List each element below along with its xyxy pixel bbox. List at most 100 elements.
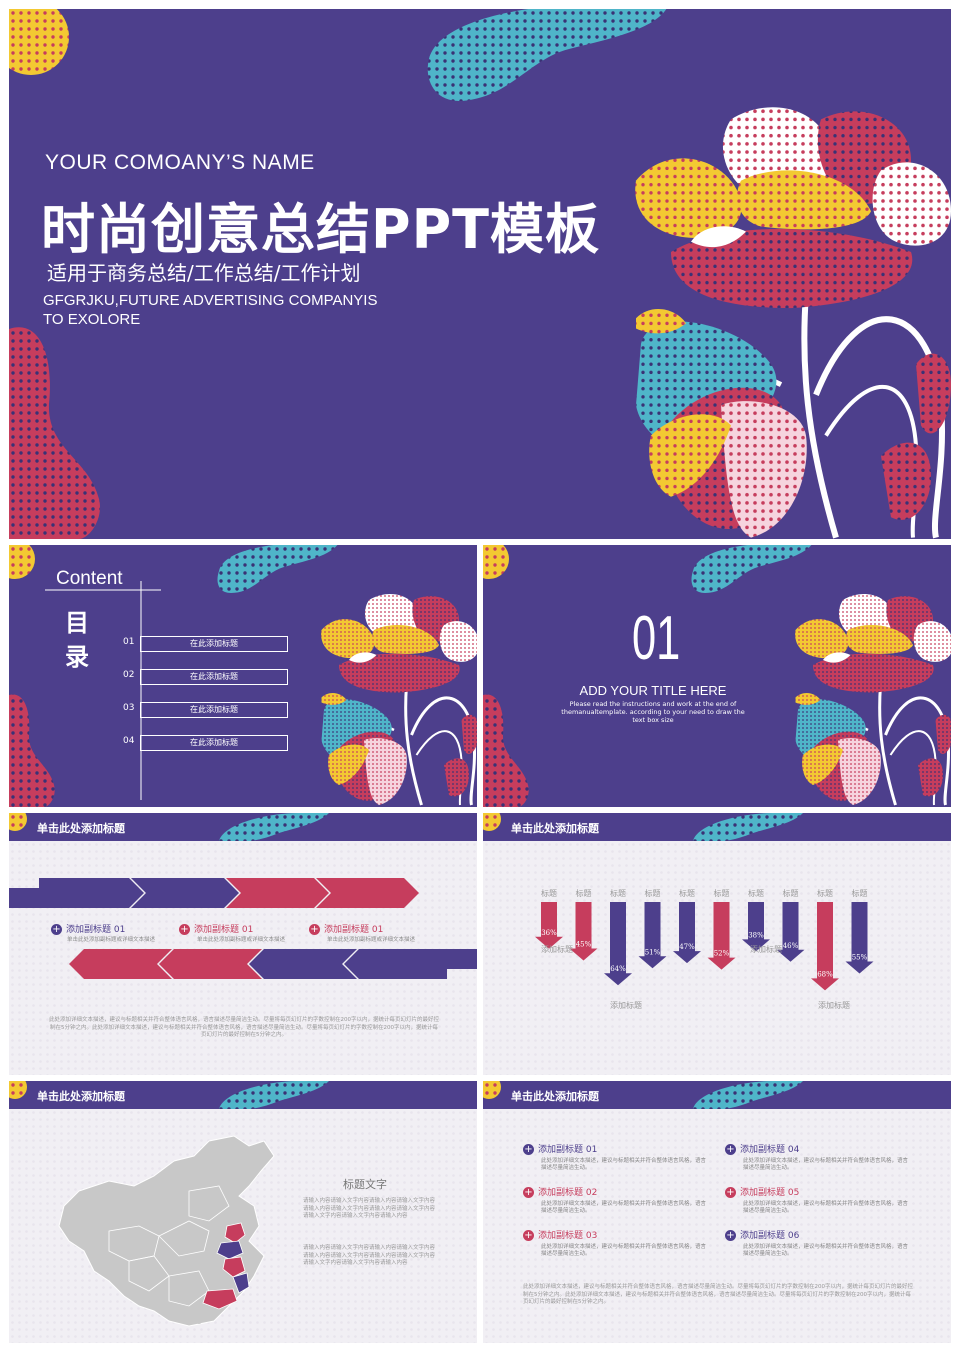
cover-decoration	[9, 9, 951, 539]
list-item-1: + 添加副标题 01	[523, 1142, 597, 1155]
header-decoration	[9, 1081, 329, 1109]
bar-arrow-6	[707, 902, 736, 970]
plus-icon: +	[523, 1230, 534, 1241]
cover-tagline-1: GFGRJKU,FUTURE ADVERTISING COMPANYIS	[43, 292, 378, 309]
bar-note-2: 添加标题	[610, 1001, 642, 1010]
bar-arrow-8	[776, 902, 805, 962]
toc-heading-cn-2: 录	[65, 643, 89, 671]
toc-item-2[interactable]: 在此添加标题	[140, 669, 288, 685]
cover-subtitle: 适用于商务总结/工作总结/工作计划	[47, 261, 361, 285]
list-item-title-4: 添加副标题 04	[740, 1145, 800, 1155]
plus-icon: +	[523, 1144, 534, 1155]
slide-header-title: 单击此处添加标题	[37, 1090, 125, 1103]
bar-arrow-9	[811, 902, 839, 991]
bar-pct-7: 38%	[748, 931, 764, 939]
toc-item-3[interactable]: 在此添加标题	[140, 702, 288, 718]
list-item-desc-2: 此处添加详细文本描述，建议与标题相关并符合整体语言风格，语言描述尽量简洁生动。	[541, 1201, 707, 1214]
list-bg	[483, 1081, 951, 1343]
list-item-4: + 添加副标题 04	[725, 1142, 799, 1155]
bar-note-3: 添加标题	[750, 945, 782, 954]
map-slide[interactable]: 单击此处添加标题 标题文字 请输入内容请输入文字内容请输入内容请输入文字内容请输…	[9, 1081, 477, 1343]
list-item-title-2: 添加副标题 02	[538, 1188, 598, 1198]
bar-label-10: 标题	[852, 888, 868, 898]
section-number: 01	[632, 604, 681, 673]
yellow-blob	[9, 9, 69, 75]
toc-heading-cn-1: 目	[65, 609, 89, 637]
red-blob	[9, 327, 100, 539]
arrow-process-slide[interactable]: 单击此处添加标题 +添加副标题 01 单击此处添加副标题或详细文本描述 +添加副…	[9, 813, 477, 1075]
bar-pct-3: 64%	[610, 965, 626, 973]
bar-pct-10: 55%	[852, 954, 868, 962]
list-slide[interactable]: 单击此处添加标题 + 添加副标题 01 此处添加详细文本描述，建议与标题相关并符合…	[483, 1081, 951, 1343]
plus-icon: +	[725, 1144, 736, 1155]
toc-num-3: 03	[123, 703, 135, 713]
slide-header-title: 单击此处添加标题	[511, 1090, 599, 1103]
list-item-title-6: 添加副标题 06	[740, 1231, 800, 1241]
plus-icon: +	[309, 924, 320, 935]
section-desc-1: Please read the instructions and work at…	[569, 700, 737, 708]
bar-arrow-7	[742, 902, 770, 952]
bar-label-8: 标题	[783, 888, 799, 898]
cover-slide[interactable]: YOUR COMOANY’S NAME 时尚创意总结PPT模板 适用于商务总结/…	[9, 9, 951, 539]
list-item-desc-3: 此处添加详细文本描述，建议与标题相关并符合整体语言风格，语言描述尽量简洁生动。	[541, 1244, 707, 1257]
arrow-sub-desc-1: 单击此处添加副标题或详细文本描述	[67, 937, 156, 943]
bar-arrow-3	[604, 902, 632, 986]
arrow-sub-item-3: + 添加副标题 01	[309, 922, 383, 935]
bar-label-5: 标题	[679, 888, 695, 898]
toc-item-4[interactable]: 在此添加标题	[140, 735, 288, 751]
arrow-sub-title-2: 添加副标题 01	[194, 925, 254, 935]
flower-illustration	[635, 107, 951, 537]
list-item-desc-5: 此处添加详细文本描述，建议与标题相关并符合整体语言风格，语言描述尽量简洁生动。	[743, 1201, 909, 1214]
list-item-desc-6: 此处添加详细文本描述，建议与标题相关并符合整体语言风格，语言描述尽量简洁生动。	[743, 1244, 909, 1257]
bar-label-7: 标题	[748, 888, 764, 898]
section-desc: Please read the instructions and work at…	[543, 700, 763, 724]
list-item-title-1: 添加副标题 01	[538, 1145, 598, 1155]
list-paragraph: 此处添加详细文本描述，建议与标题相关并符合整体语言风格，语言描述尽量简洁生动。尽…	[523, 1284, 914, 1305]
slide-header-title: 单击此处添加标题	[511, 822, 599, 835]
list-item-desc-4: 此处添加详细文本描述，建议与标题相关并符合整体语言风格，语言描述尽量简洁生动。	[743, 1158, 909, 1171]
bar-pct-9: 68%	[817, 970, 833, 978]
toc-num-2: 02	[123, 670, 135, 680]
arrow-sub-item-2: +添加副标题 01	[179, 922, 253, 935]
bar-label-2: 标题	[576, 888, 592, 898]
bar-label-1: 标题	[541, 888, 557, 898]
section-slide[interactable]: 01 ADD YOUR TITLE HERE Please read the i…	[483, 545, 951, 807]
bar-pct-8: 46%	[783, 942, 799, 950]
bar-pct-5: 47%	[679, 943, 695, 951]
cover-title: 时尚创意总结PPT模板	[41, 198, 600, 261]
bar-arrow-2	[569, 902, 598, 961]
bar-label-4: 标题	[645, 888, 661, 898]
china-map	[58, 1135, 275, 1327]
map-title: 标题文字	[343, 1178, 387, 1191]
arrow-bg	[9, 813, 477, 1075]
teal-blob	[427, 9, 667, 101]
section-title: ADD YOUR TITLE HERE	[579, 683, 727, 698]
toc-item-1[interactable]: 在此添加标题	[140, 636, 288, 652]
header-decoration	[483, 1081, 803, 1109]
arrow-paragraph: 此处添加详细文本描述，建议与标题相关并符合整体语言风格，语言描述尽量简洁生动。尽…	[49, 1017, 440, 1038]
toc-heading: Content	[56, 568, 123, 589]
slide-header-title: 单击此处添加标题	[37, 822, 125, 835]
header-decoration	[483, 813, 803, 841]
toc-slide[interactable]: Content 目 录 01 在此添加标题 02 在此添加标题 03 在此添加标…	[9, 545, 477, 807]
arrow-flow	[9, 878, 477, 979]
bar-arrow-4	[638, 902, 667, 969]
map-para-2: 请输入内容请输入文字内容请输入内容请输入文字内容请输入内容请输入文字内容请输入内…	[303, 1245, 436, 1266]
bar-pct-6: 52%	[714, 950, 730, 958]
section-decoration	[483, 545, 951, 807]
cover-tagline-2: TO EXOLORE	[43, 311, 141, 328]
list-item-title-3: 添加副标题 03	[538, 1231, 598, 1241]
bar-note-4: 添加标题	[818, 1001, 850, 1010]
toc-num-4: 04	[123, 736, 135, 746]
arrow-sub-desc-2: 单击此处添加副标题或详细文本描述	[197, 937, 286, 943]
arrow-sub-title-3: 添加副标题 01	[324, 925, 384, 935]
list-item-desc-1: 此处添加详细文本描述，建议与标题相关并符合整体语言风格，语言描述尽量简洁生动。	[541, 1158, 707, 1171]
bar-label-3: 标题	[610, 888, 626, 898]
plus-icon: +	[523, 1187, 534, 1198]
bar-note-1: 添加标题	[541, 945, 573, 954]
bar-label-9: 标题	[817, 888, 833, 898]
arrow-sub-item-1: +添加副标题 01	[51, 922, 125, 935]
arrow-sub-title-1: 添加副标题 01	[66, 925, 126, 935]
bar-arrows-chart: 标题36%标题45%标题64%标题51%标题47%标题52%标题38%标题46%…	[535, 888, 874, 991]
